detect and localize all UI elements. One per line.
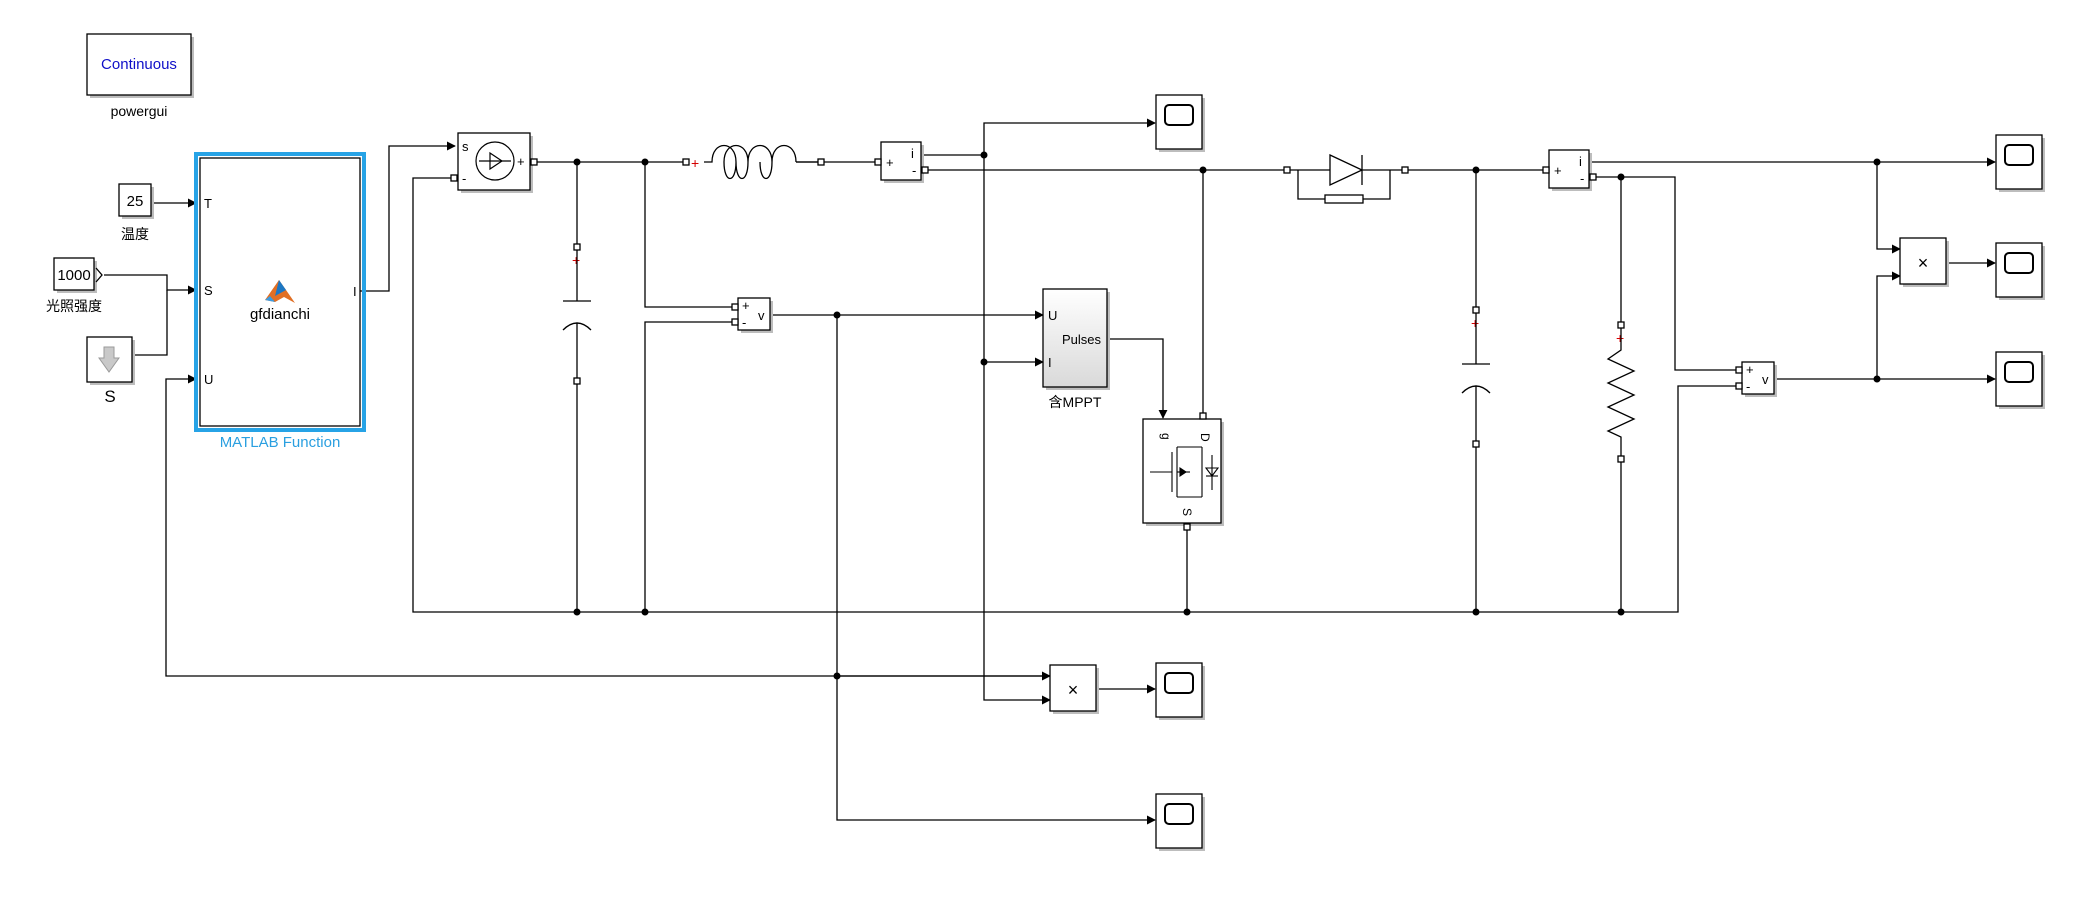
source-port-plus: + <box>517 154 525 169</box>
s-block-label: S <box>104 387 115 406</box>
scope-output-power[interactable] <box>1995 242 2045 300</box>
mosfet-g: g <box>1159 433 1173 440</box>
inductor-polarity: + <box>691 155 699 171</box>
capacitor-1[interactable]: + <box>562 243 592 385</box>
capacitor-2[interactable]: + <box>1461 306 1491 448</box>
scope-input-voltage[interactable] <box>1155 793 1205 851</box>
matlab-output-i: I <box>353 284 357 299</box>
cm2-plus: + <box>1554 163 1562 178</box>
vm1-plus: + <box>742 298 750 313</box>
temperature-label: 温度 <box>121 226 149 242</box>
diode[interactable] <box>1283 153 1409 204</box>
irradiance-label: 光照强度 <box>46 298 102 314</box>
voltage-measurement-1[interactable]: + - v <box>731 297 773 333</box>
cm2-out: i <box>1579 154 1582 169</box>
mppt-in-i: I <box>1048 355 1052 370</box>
mppt-in-u: U <box>1048 308 1057 323</box>
s-step-block[interactable]: S <box>86 336 135 406</box>
vm2-out: v <box>1762 372 1769 387</box>
cm1-out: i <box>911 146 914 161</box>
powergui-block[interactable]: Continuous powergui <box>86 33 194 119</box>
resistor-polarity: + <box>1616 330 1624 346</box>
current-measurement-1[interactable]: + i - <box>874 141 929 183</box>
temperature-constant-block[interactable]: 25 温度 <box>118 183 154 242</box>
temperature-value: 25 <box>127 193 144 210</box>
scope-current-1[interactable] <box>1155 94 1205 152</box>
scope-input-power[interactable] <box>1155 662 1205 720</box>
mppt-out-pulses: Pulses <box>1062 332 1102 347</box>
vm1-out: v <box>758 308 765 323</box>
matlab-input-t: T <box>204 196 212 211</box>
irradiance-value: 1000 <box>57 267 90 284</box>
product-top-symbol: × <box>1918 253 1929 273</box>
powergui-name-label: powergui <box>111 103 168 119</box>
matlab-function-label: MATLAB Function <box>220 434 341 451</box>
product-block-bottom[interactable]: × <box>1049 664 1099 714</box>
inductor[interactable]: + <box>682 145 825 180</box>
vm2-minus: - <box>1746 379 1750 394</box>
scope-output-voltage[interactable] <box>1995 351 2045 409</box>
matlab-input-s: S <box>204 283 213 298</box>
matlab-logo-icon <box>265 280 295 303</box>
down-arrow-icon <box>98 346 120 373</box>
cm1-minus: - <box>912 163 916 178</box>
capacitor-1-polarity: + <box>572 252 580 268</box>
cm2-minus: - <box>1580 171 1584 186</box>
source-port-s: s <box>462 139 469 154</box>
mosfet[interactable]: g D S <box>1142 412 1224 531</box>
junction-dots <box>573 151 1881 680</box>
resistor[interactable]: + <box>1606 321 1636 463</box>
mppt-label: 含MPPT <box>1049 394 1102 410</box>
matlab-function-block[interactable]: gfdianchi T S U I MATLAB Function <box>194 152 366 451</box>
matlab-function-name: gfdianchi <box>250 306 310 323</box>
mosfet-s: S <box>1180 508 1194 516</box>
capacitor-2-polarity: + <box>1471 315 1479 331</box>
powergui-mode-label: Continuous <box>101 56 177 73</box>
voltage-measurement-2[interactable]: + - v <box>1735 361 1777 397</box>
irradiance-constant-block[interactable]: 1000 光照强度 <box>46 257 103 314</box>
signal-wires <box>104 118 1996 825</box>
scope-output-current[interactable] <box>1995 134 2045 192</box>
source-port-minus: - <box>462 171 466 186</box>
vm1-minus: - <box>742 315 746 330</box>
controlled-current-source[interactable]: s - + <box>450 132 538 193</box>
product-block-top[interactable]: × <box>1899 237 1949 287</box>
matlab-input-u: U <box>204 372 213 387</box>
vm2-plus: + <box>1746 362 1754 377</box>
mppt-subsystem[interactable]: U I Pulses 含MPPT <box>1042 288 1110 410</box>
cm1-plus: + <box>886 155 894 170</box>
mosfet-d: D <box>1198 433 1212 442</box>
product-bottom-symbol: × <box>1068 680 1079 700</box>
current-measurement-2[interactable]: + i - <box>1542 149 1597 191</box>
